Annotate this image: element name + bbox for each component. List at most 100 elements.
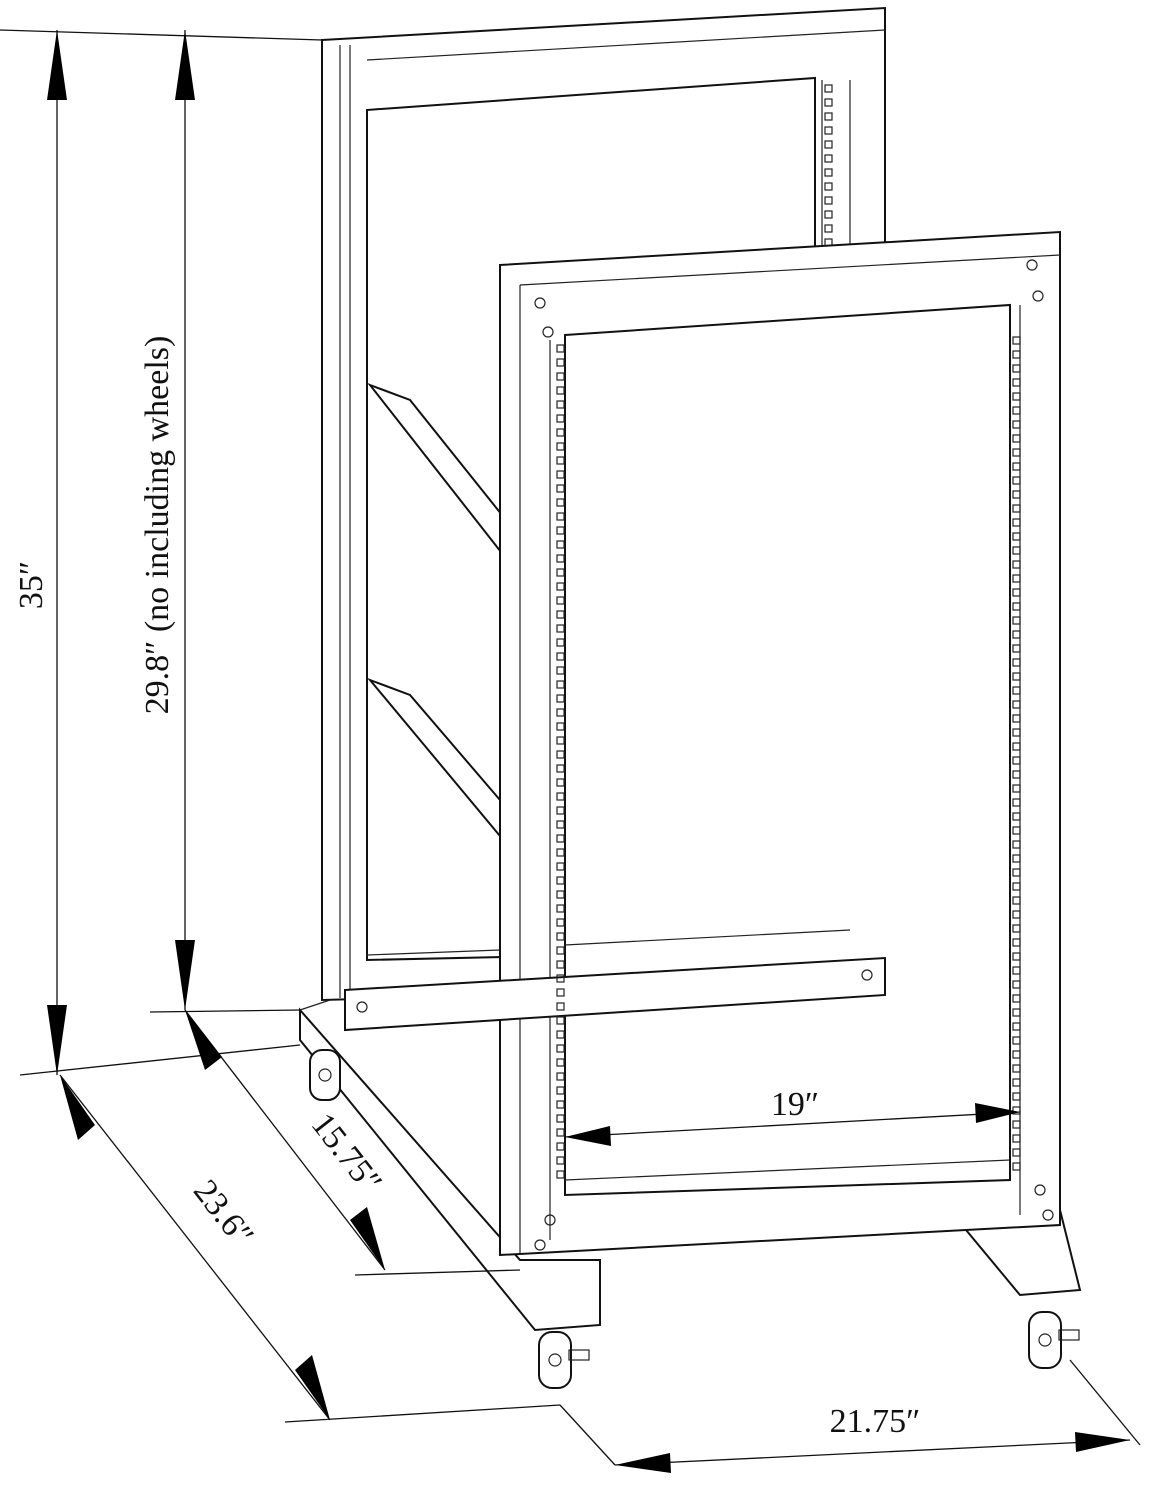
rail-hole [1012, 1120, 1021, 1129]
rail-hole [1012, 658, 1021, 667]
rail-hole [1012, 938, 1021, 947]
rail-hole [556, 694, 565, 703]
rail-hole [556, 1100, 565, 1109]
rail-hole [556, 750, 565, 759]
rail-hole [556, 834, 565, 843]
rail-hole [1012, 350, 1021, 359]
rail-hole [1012, 1148, 1021, 1157]
rail-hole [556, 1016, 565, 1025]
rail-hole [1012, 476, 1021, 485]
screw [534, 297, 546, 309]
rail-hole [1012, 882, 1021, 891]
rail-hole [556, 918, 565, 927]
rail-hole [556, 386, 565, 395]
rail-hole [556, 582, 565, 591]
rail-hole [1012, 616, 1021, 625]
screw [1032, 290, 1044, 302]
rail-hole [1012, 966, 1021, 975]
screw [356, 1001, 368, 1013]
rail-hole [556, 344, 565, 353]
rail-hole [1012, 392, 1021, 401]
rail-hole [1012, 826, 1021, 835]
rail-hole [1012, 1134, 1021, 1143]
rail-hole [556, 680, 565, 689]
total-height-label: 35″ [13, 561, 50, 609]
screw [1026, 259, 1038, 271]
rail-hole [1012, 1064, 1021, 1073]
rail-hole [556, 764, 565, 773]
rail-hole [1012, 910, 1021, 919]
rail-hole [1012, 490, 1021, 499]
rail-hole [556, 722, 565, 731]
screw [861, 969, 873, 981]
rail-hole [1012, 756, 1021, 765]
screws [356, 259, 1054, 1251]
rail-hole [824, 168, 833, 177]
rail-hole [556, 862, 565, 871]
rail-hole [556, 512, 565, 521]
rail-hole [1012, 364, 1021, 373]
rail-hole [1012, 840, 1021, 849]
rail-hole [556, 358, 565, 367]
rail-hole [556, 526, 565, 535]
rail-hole [1012, 1022, 1021, 1031]
rail-hole [1012, 770, 1021, 779]
rail-hole [556, 1170, 565, 1179]
screw [1042, 1209, 1054, 1221]
rail-hole [556, 442, 565, 451]
rail-hole [1012, 1050, 1021, 1059]
rail-hole [556, 1044, 565, 1053]
rail-hole [1012, 462, 1021, 471]
rail-hole [1012, 672, 1021, 681]
rail-hole [1012, 798, 1021, 807]
rail-hole [1012, 812, 1021, 821]
rail-hole [556, 470, 565, 479]
rail-hole [556, 778, 565, 787]
rail-hole [556, 876, 565, 885]
rail-hole [556, 946, 565, 955]
rail-hole [1012, 630, 1021, 639]
rail-hole [556, 400, 565, 409]
rail-hole [1012, 448, 1021, 457]
screw [542, 326, 554, 338]
rail-hole [824, 140, 833, 149]
rail-hole [1012, 644, 1021, 653]
rail-hole [1012, 924, 1021, 933]
rail-hole [1012, 700, 1021, 709]
rail-hole [556, 540, 565, 549]
rail-hole [1012, 574, 1021, 583]
rail-hole [824, 84, 833, 93]
rail-hole [1012, 854, 1021, 863]
rail-hole [1012, 994, 1021, 1003]
rail-hole [824, 196, 833, 205]
rail-hole [556, 1114, 565, 1123]
rail-hole [1012, 1106, 1021, 1115]
screw [544, 1214, 556, 1226]
rail-hole [824, 154, 833, 163]
rail-hole [556, 890, 565, 899]
rail-hole [1012, 1008, 1021, 1017]
rail-hole [556, 1156, 565, 1165]
rail-hole [556, 484, 565, 493]
rail-hole [1012, 1036, 1021, 1045]
rail-hole [556, 498, 565, 507]
rail-hole [556, 1086, 565, 1095]
rail-hole [1012, 1092, 1021, 1101]
rail-hole [824, 182, 833, 191]
rail-hole [556, 1142, 565, 1151]
front-rail-holes [556, 336, 1021, 1179]
rail-hole [556, 610, 565, 619]
rail-hole [556, 568, 565, 577]
rail-hole [556, 624, 565, 633]
rail-hole [556, 554, 565, 563]
front-frame [344, 230, 1061, 1257]
rail-hole [556, 792, 565, 801]
frame-height-label: 29.8″ (no including wheels) [139, 336, 176, 715]
rail-hole [556, 666, 565, 675]
rail-hole [1012, 602, 1021, 611]
rail-hole [556, 932, 565, 941]
rail-hole [1012, 588, 1021, 597]
rail-hole [556, 414, 565, 423]
rail-hole [824, 112, 833, 121]
